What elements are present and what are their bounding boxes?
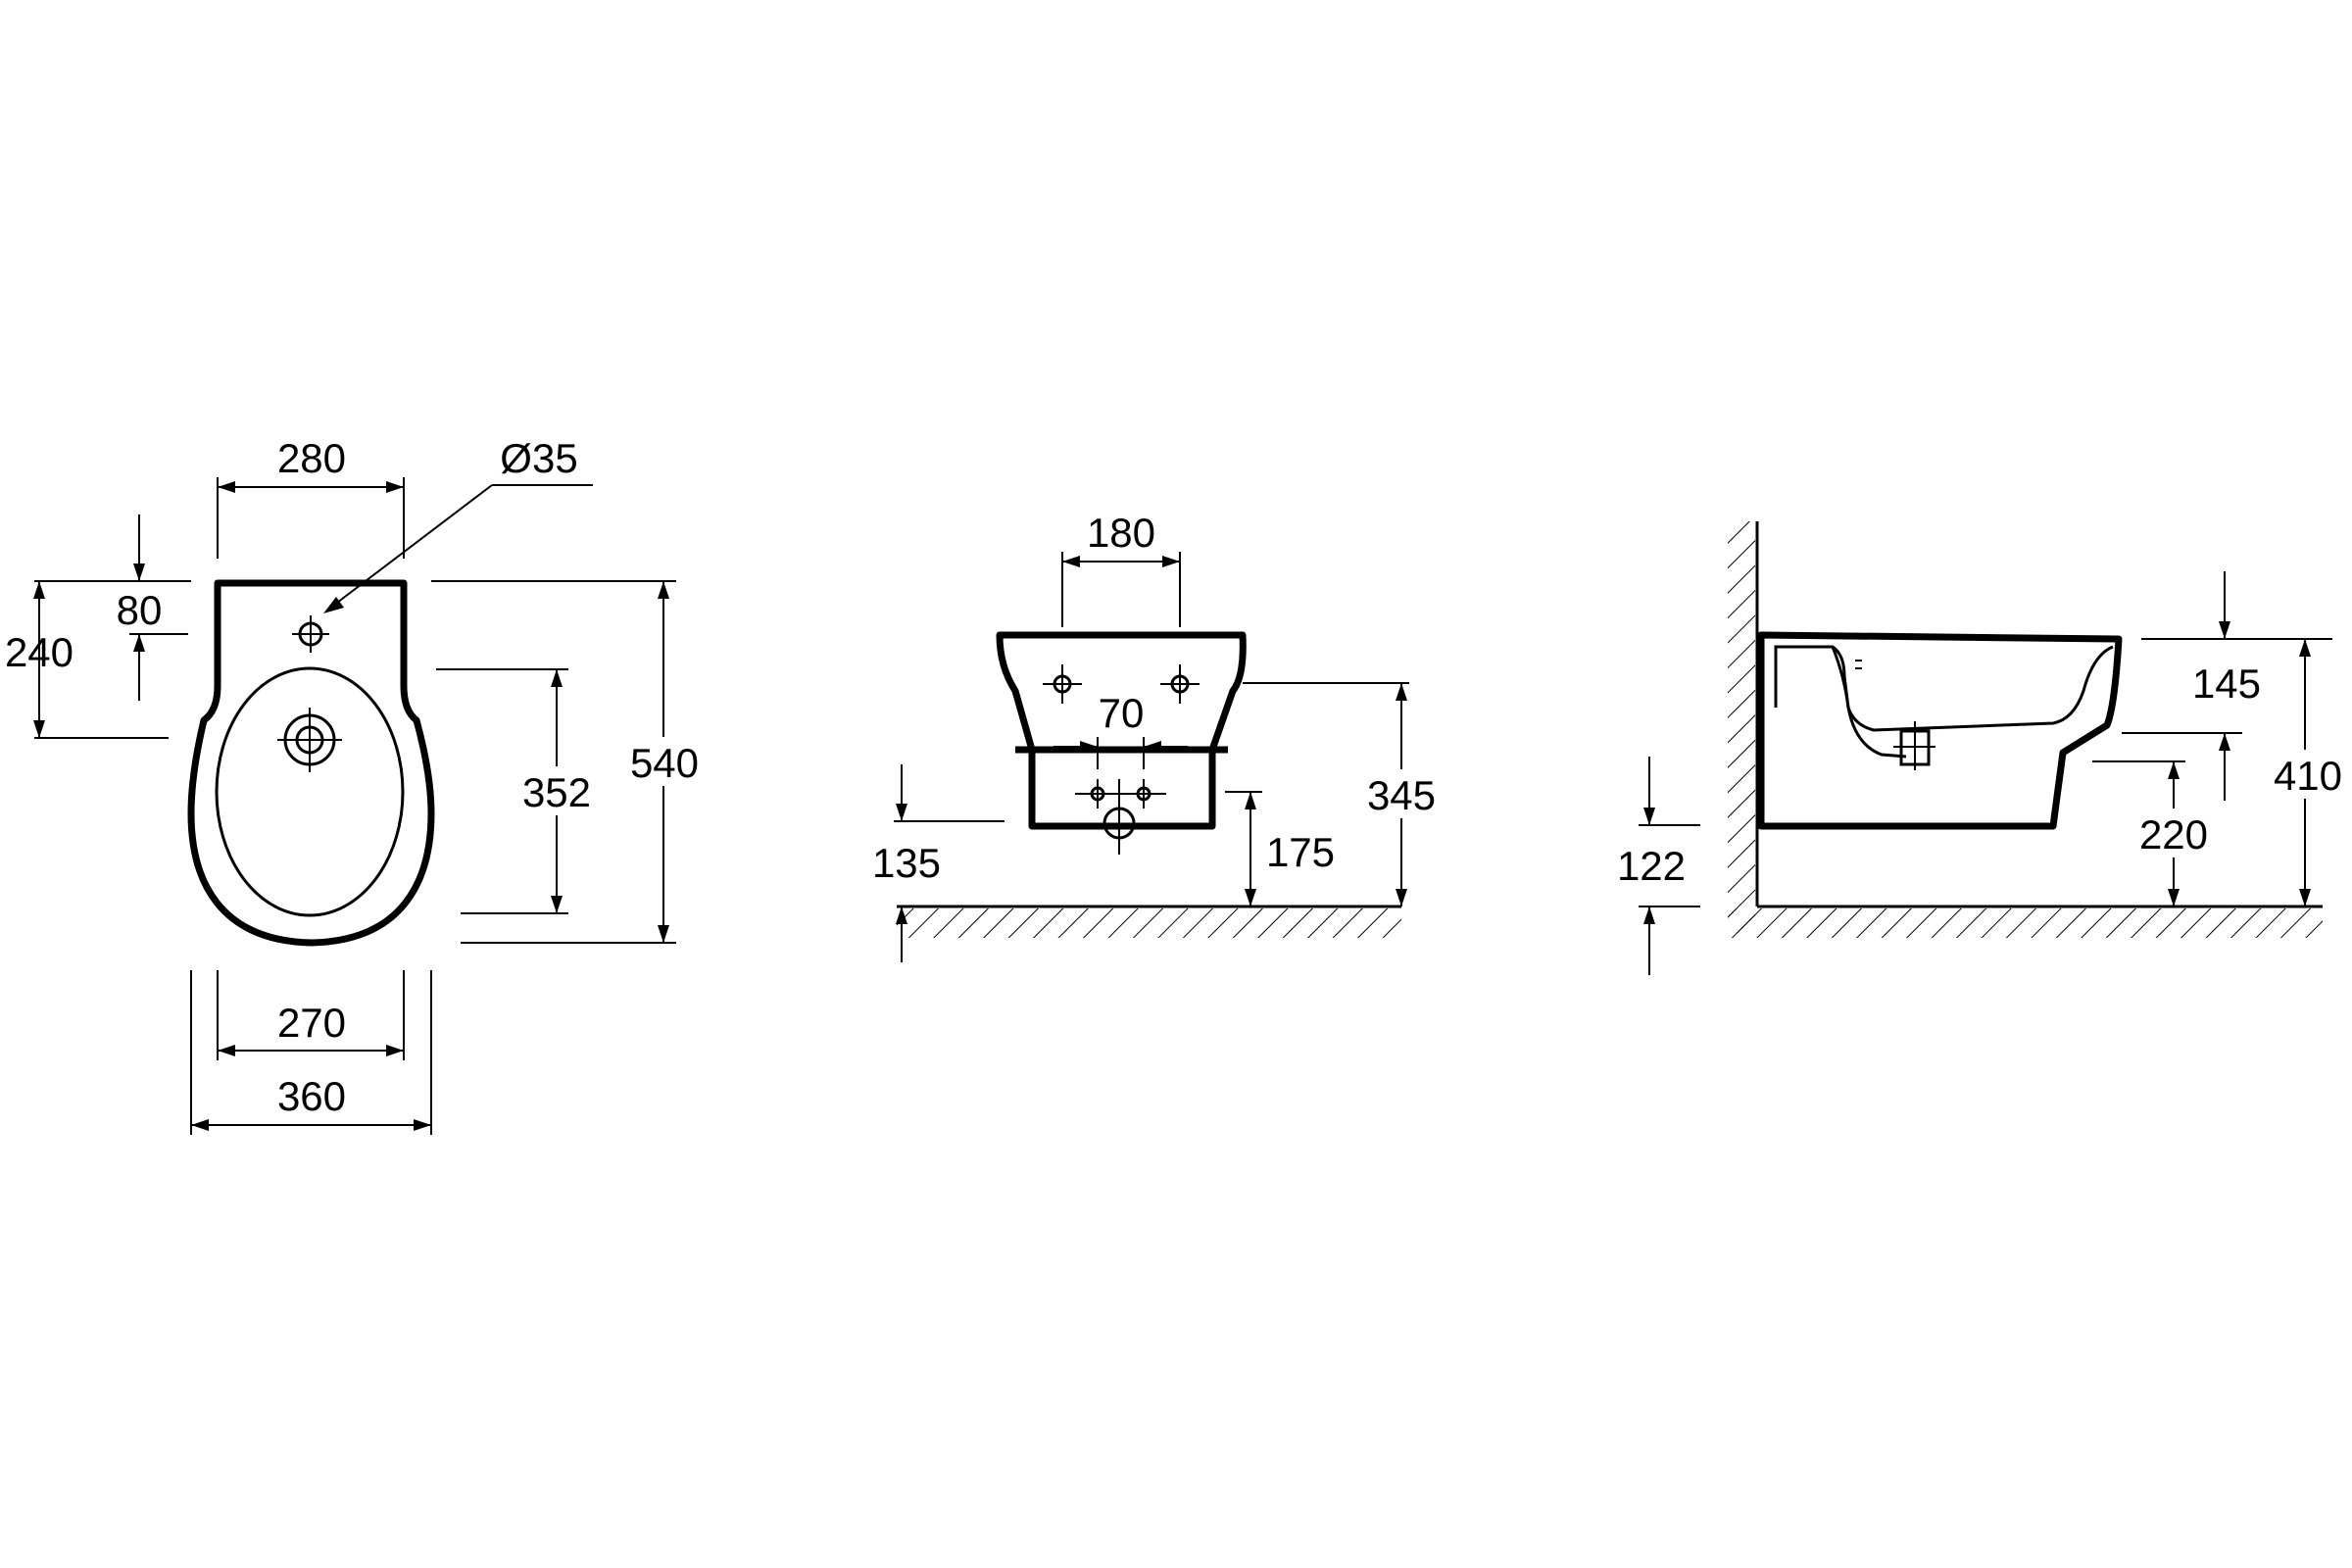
dim-inlet-height: 122 — [1617, 843, 1686, 889]
side-view: 145 410 220 122 — [1617, 521, 2352, 975]
dim-front-height: 345 — [1367, 772, 1436, 818]
front-view: 180 70 345 175 135 — [872, 510, 1447, 962]
dim-hole-offset: 80 — [117, 587, 163, 633]
dim-side-lower: 220 — [2139, 811, 2208, 858]
dim-holes-spacing: 70 — [1099, 690, 1145, 736]
bowl-profile — [1774, 645, 2114, 732]
bidet-top-outline — [187, 579, 435, 947]
bidet-side-outline — [1757, 631, 2123, 830]
dim-side-total: 410 — [2274, 753, 2342, 799]
tap-hole-right-icon — [1160, 664, 1200, 704]
drain-icon — [277, 708, 342, 772]
dim-outer-width: 360 — [277, 1073, 346, 1119]
dim-total-length: 540 — [630, 740, 699, 786]
dim-side-upper: 145 — [2192, 661, 2261, 707]
dim-outlet-height: 175 — [1266, 829, 1335, 875]
top-view: 280 Ø35 80 240 352 540 — [5, 435, 710, 1135]
outlet-icon — [1102, 779, 1136, 855]
bidet-front-outline — [996, 631, 1247, 830]
tap-hole-left-icon — [1043, 664, 1082, 704]
dim-inner-width: 270 — [277, 1000, 346, 1046]
tap-hole-icon — [292, 615, 329, 653]
dim-floor-gap: 135 — [872, 840, 941, 886]
dim-top-width: 280 — [277, 435, 346, 481]
dim-bowl-length: 352 — [522, 769, 591, 815]
dim-front-width: 180 — [1087, 510, 1155, 556]
fixing-holes-icon — [1075, 779, 1166, 808]
bowl-inner — [215, 666, 405, 917]
dim-hole-diameter: Ø35 — [500, 435, 577, 481]
dim-upper-height: 240 — [5, 629, 74, 675]
drain-side-icon — [1893, 721, 1936, 770]
